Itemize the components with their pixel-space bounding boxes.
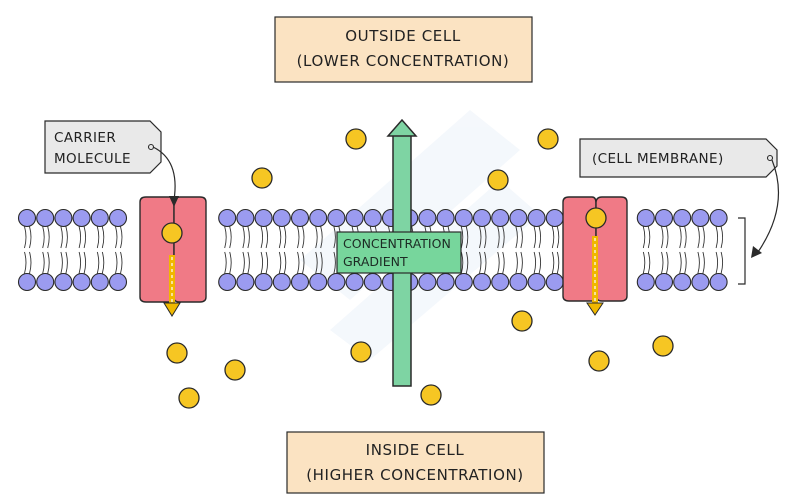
phospholipid-head [654,272,674,292]
phospholipid-head [236,208,255,228]
phospholipid-head [418,208,437,228]
molecule-in-carrier-right [585,207,607,229]
phospholipid-head [90,208,109,228]
phospholipid-head [636,208,655,228]
phospholipid-head [290,208,310,228]
cell-membrane [17,208,728,292]
phospholipid-head [345,208,364,228]
phospholipid-head [236,272,255,292]
phospholipid-head [545,272,564,292]
carrier-label-line2: MOLECULE [54,151,131,167]
phospholipid-head [90,272,109,292]
phospholipid-head [327,208,346,228]
phospholipid-head [527,208,546,228]
phospholipid-head [454,208,473,228]
phospholipid-head [545,208,564,228]
phospholipid-head [509,208,528,228]
molecule [487,169,509,191]
carrier-molecule-label: CARRIER MOLECULE [44,120,179,207]
outside-cell-box: OUTSIDE CELL (LOWER CONCENTRATION) [274,16,533,83]
carrier-protein-left [139,196,207,317]
phospholipid-head [108,272,128,292]
phospholipid-head [108,208,128,228]
molecule [350,341,372,363]
phospholipid-head [309,272,328,292]
phospholipid-head [491,272,510,292]
phospholipid-head [673,208,692,228]
cell-membrane-label: (CELL MEMBRANE) [579,138,780,285]
phospholipid-head [709,272,728,292]
inside-cell-title: INSIDE CELL [366,441,465,459]
molecules-inside [166,310,674,409]
phospholipid-head [327,272,346,292]
phospholipid-head [363,272,382,292]
phospholipid-head [272,208,291,228]
phospholipid-head [36,208,55,228]
molecule [588,350,610,372]
molecule [251,167,273,189]
phospholipid-head [673,272,692,292]
phospholipid-head [436,272,455,292]
phospholipid-head [691,208,710,228]
phospholipid-head [254,208,273,228]
phospholipid-head [436,208,455,228]
molecule [224,359,246,381]
phospholipid-head [218,208,237,228]
phospholipid-head [418,272,437,292]
outside-cell-title: OUTSIDE CELL [345,27,461,45]
phospholipid-head [527,272,546,292]
molecule [537,128,559,150]
inside-cell-subtitle: (HIGHER CONCENTRATION) [306,466,524,484]
gradient-label-line1: CONCENTRATION [343,236,451,251]
molecule [178,387,200,409]
phospholipid-head [218,272,237,292]
phospholipid-head [17,272,37,292]
phospholipid-head [363,208,382,228]
phospholipid-head [691,272,710,292]
phospholipid-head [54,208,73,228]
gradient-label-line2: GRADIENT [343,254,408,269]
phospholipid-head [17,208,37,228]
molecule [652,335,674,357]
phospholipid-head [72,208,91,228]
phospholipid-head [654,208,674,228]
phospholipid-head [509,272,528,292]
phospholipid-head [290,272,310,292]
concentration-gradient-label: CONCENTRATION GRADIENT [336,231,462,274]
molecule [511,310,533,332]
phospholipid-head [272,272,291,292]
membrane-label-text: (CELL MEMBRANE) [592,151,724,167]
phospholipid-head [54,272,73,292]
inside-cell-box: INSIDE CELL (HIGHER CONCENTRATION) [286,431,545,494]
phospholipid-head [491,208,510,228]
phospholipid-head [72,272,91,292]
phospholipid-head [709,208,728,228]
phospholipid-head [636,272,655,292]
outside-cell-subtitle: (LOWER CONCENTRATION) [297,52,510,70]
phospholipid-head [254,272,273,292]
phospholipid-head [345,272,364,292]
carrier-protein-right [562,196,628,316]
molecules-outside [251,128,559,191]
carrier-label-line1: CARRIER [54,130,116,146]
phospholipid-head [472,208,492,228]
molecule [345,128,367,150]
phospholipid-head [472,272,492,292]
phospholipid-head [36,272,55,292]
molecule-in-carrier-left [161,222,183,244]
molecule [166,342,188,364]
molecule [420,384,442,406]
phospholipid-head [309,208,328,228]
phospholipid-head [454,272,473,292]
